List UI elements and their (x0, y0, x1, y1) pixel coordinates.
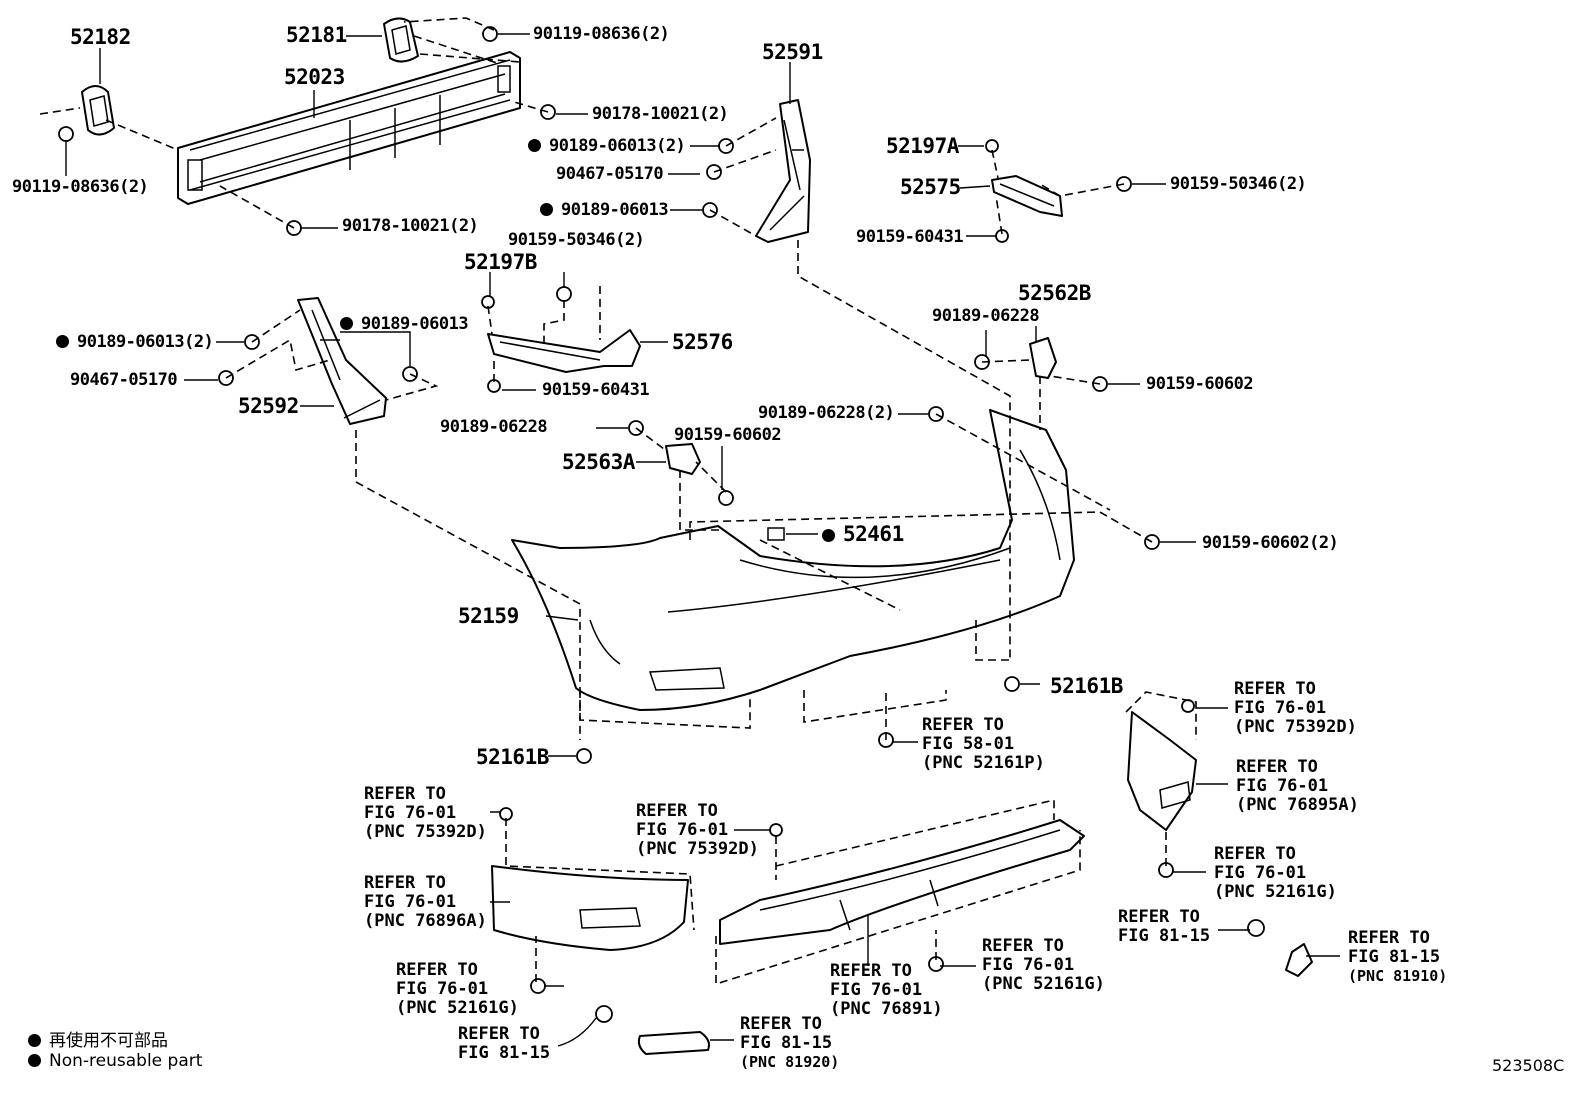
part-label-52197B: 52197B (464, 250, 537, 274)
fastener-label-90467-05170-left: 90467-05170 (70, 370, 178, 390)
lower-cover-right-76895A (1127, 711, 1197, 831)
part-label-52563A: 52563A (562, 450, 635, 474)
fastener-label-90159-60431-mid: 90159-60431 (542, 380, 650, 400)
part-label-52023: 52023 (284, 65, 345, 89)
bumper-reinforcement-52023 (177, 51, 521, 205)
leader-lines (65, 33, 1340, 1047)
part-label-52161B-left: 52161B (476, 745, 549, 769)
bracket-52562B (1029, 337, 1057, 379)
part-label-52181: 52181 (286, 23, 347, 47)
fasteners (58, 26, 1265, 1023)
fastener-label-90119-08636-top: 90119-08636(2) (533, 24, 670, 44)
non-reusable-dot-icon (56, 335, 69, 348)
reflector-81920 (637, 1031, 710, 1055)
fastener-label-90189-06228-2: 90189-06228(2) (758, 403, 895, 423)
bracket-52563A (665, 443, 701, 475)
fastener-label-90178-10021-top: 90178-10021(2) (592, 104, 729, 124)
fastener-label-90189-06228-right: 90189-06228 (932, 306, 1040, 326)
bracket-52575 (991, 175, 1063, 217)
figure-code: 523508C (1492, 1056, 1565, 1075)
fastener-label-90159-60602-right: 90159-60602 (1146, 374, 1254, 394)
retainer-52181 (383, 17, 419, 63)
lower-cover-left-76896A (491, 865, 689, 951)
fastener-label-90159-60602-mid: 90159-60602 (674, 425, 782, 445)
fastener-label-90159-60431-right: 90159-60431 (856, 227, 964, 247)
legend-english: Non-reusable part (28, 1051, 202, 1071)
non-reusable-dot-icon (28, 1034, 41, 1047)
fastener-label-90178-10021-bottom: 90178-10021(2) (342, 216, 479, 236)
fastener-label-90159-50346-right: 90159-50346(2) (1170, 174, 1307, 194)
part-label-52159: 52159 (458, 604, 519, 628)
bumper-cover-52159 (511, 409, 1075, 711)
non-reusable-dot-icon (340, 317, 353, 330)
part-label-52461: 52461 (822, 524, 904, 545)
fastener-label-90189-06013-left: 90189-06013 (340, 316, 469, 333)
fastener-label-90119-08636-left: 90119-08636(2) (12, 177, 149, 197)
fastener-label-90189-06013-2-mid: 90189-06013(2) (528, 138, 686, 155)
retainer-52182 (81, 85, 115, 136)
non-reusable-dot-icon (528, 139, 541, 152)
assembly-dashed-lines (39, 17, 1197, 986)
fastener-label-90189-06228-mid: 90189-06228 (440, 417, 548, 437)
diffuser-76891 (719, 819, 1085, 945)
legend-japanese: 再使用不可部品 (28, 1026, 168, 1051)
bracket-52576 (487, 329, 641, 373)
part-label-52197A: 52197A (886, 134, 959, 158)
part-label-52575: 52575 (900, 175, 961, 199)
side-bracket-52591 (755, 99, 811, 243)
part-label-52591: 52591 (762, 40, 823, 64)
reflector-81910 (1285, 943, 1313, 977)
fastener-label-90467-05170-mid: 90467-05170 (556, 164, 664, 184)
non-reusable-dot-icon (822, 529, 835, 542)
fastener-label-90189-06013-2-left: 90189-06013(2) (56, 334, 214, 351)
part-label-52576: 52576 (672, 330, 733, 354)
non-reusable-dot-icon (540, 203, 553, 216)
fastener-label-90189-06013-mid: 90189-06013 (540, 202, 669, 219)
part-label-52182: 52182 (70, 25, 131, 49)
part-label-52562B: 52562B (1018, 281, 1091, 305)
side-bracket-52592 (297, 297, 387, 425)
part-label-52592: 52592 (238, 394, 299, 418)
non-reusable-dot-icon (28, 1054, 41, 1067)
fastener-label-90159-60602-2: 90159-60602(2) (1202, 533, 1339, 553)
fastener-label-90159-50346-mid: 90159-50346(2) (508, 230, 645, 250)
part-label-52161B-right: 52161B (1050, 674, 1123, 698)
